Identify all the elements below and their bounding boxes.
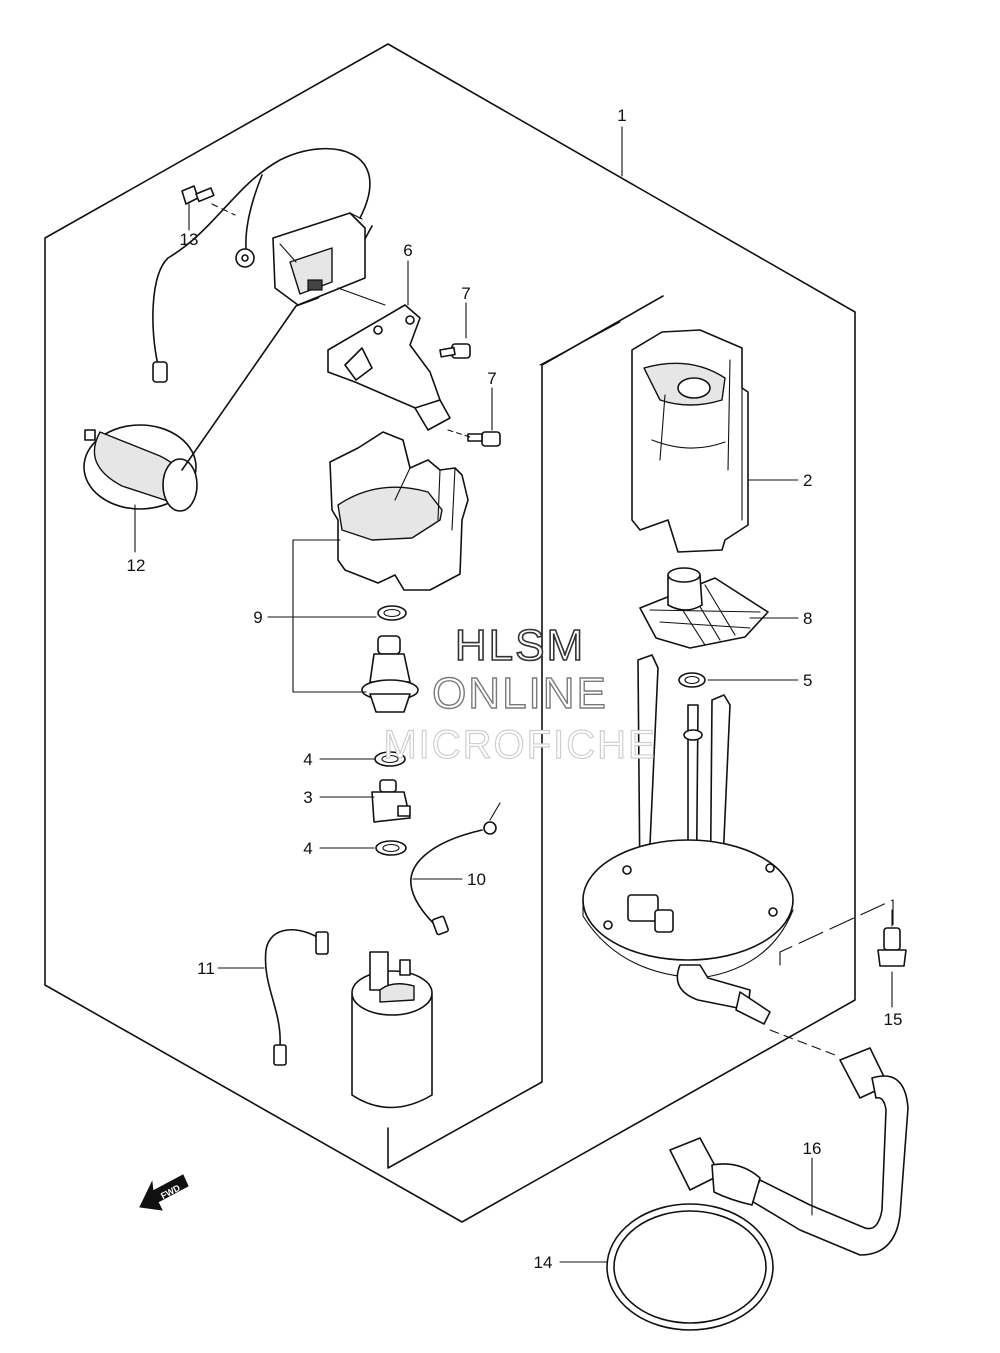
watermark-line-3: MICROFICHE [383, 723, 656, 767]
part-3-fitting [371, 779, 411, 823]
callout-15: 15 [884, 1010, 903, 1029]
callout-4-upper: 4 [303, 750, 312, 769]
part-6-bracket [327, 287, 451, 431]
callout-7-lower: 7 [487, 369, 496, 388]
fuel-pump-motor [351, 951, 433, 1109]
callout-13: 13 [180, 230, 199, 249]
watermark-line-1: HLSM [455, 621, 585, 670]
part-9-o-ring [377, 605, 407, 621]
callout-6: 6 [403, 241, 412, 260]
fwd-direction-arrow: FWD [139, 1174, 189, 1211]
callout-3: 3 [303, 788, 312, 807]
part-10-lead-wire [410, 802, 501, 936]
callout-5: 5 [803, 671, 812, 690]
part-7-screw-lower [447, 429, 501, 447]
part-4-o-ring-lower [375, 840, 407, 856]
callout-4-lower: 4 [303, 839, 312, 858]
callout-7-upper: 7 [461, 284, 470, 303]
fuel-level-sender [272, 212, 366, 306]
callout-9: 9 [253, 608, 262, 627]
callout-8: 8 [803, 609, 812, 628]
leader-lines [134, 126, 893, 1263]
callout-16: 16 [803, 1139, 822, 1158]
pressure-regulator [361, 635, 419, 713]
part-11-lead-wire [264, 929, 329, 1066]
part-14-gasket [606, 1203, 774, 1331]
callout-1: 1 [617, 106, 626, 125]
callout-12: 12 [127, 556, 146, 575]
callout-10: 10 [467, 870, 486, 889]
sender-lead-wire [152, 147, 371, 383]
part-8-filter [639, 567, 769, 649]
assembly-outline [44, 43, 894, 1223]
callout-11: 11 [197, 959, 215, 978]
part-13-screw [181, 185, 236, 216]
part-16-fuel-hose [669, 1029, 909, 1256]
callout-2: 2 [803, 471, 812, 490]
callout-labels: 1 2 3 4 4 5 6 7 7 8 9 10 11 12 13 14 15 … [127, 106, 903, 1272]
callout-14: 14 [534, 1253, 553, 1272]
part-4-o-ring-upper [374, 751, 406, 767]
pump-base-plate [582, 654, 794, 1025]
part-2-pump-case [631, 329, 749, 553]
part-12-float [83, 424, 198, 512]
part-5-o-ring [678, 672, 706, 688]
regulator-housing [329, 431, 469, 591]
part-15-bolt [877, 909, 907, 967]
watermark: HLSM ONLINE MICROFICHE [383, 620, 656, 767]
watermark-line-2: ONLINE [432, 669, 608, 718]
part-7-screw-upper [439, 343, 471, 359]
